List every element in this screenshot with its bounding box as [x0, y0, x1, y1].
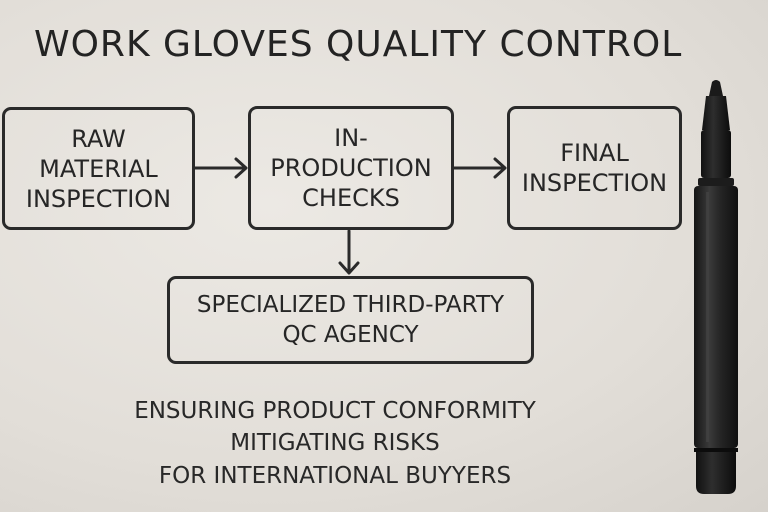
tagline-conformity: ENSURING PRODUCT CONFORMITY [134, 398, 536, 424]
node-final-inspection: FINAL INSPECTION [507, 106, 682, 230]
node-raw-material-inspection: RAW MATERIAL INSPECTION [2, 107, 195, 230]
arrow-inprod-to-agency [338, 229, 360, 275]
node-in-production-checks: IN-PRODUCTION CHECKS [248, 106, 454, 230]
node-third-party-qc-agency: SPECIALIZED THIRD-PARTY QC AGENCY [167, 276, 534, 364]
diagram-title: WORK GLOVES QUALITY CONTROL [34, 24, 683, 65]
tagline-risks: MITIGATING RISKS [230, 430, 440, 456]
arrow-inprod-to-final [452, 157, 507, 179]
tagline-buyers: FOR INTERNATIONAL BUYYERS [158, 463, 512, 489]
arrow-raw-to-inprod [193, 157, 248, 179]
black-marker-pen-icon [694, 80, 738, 494]
